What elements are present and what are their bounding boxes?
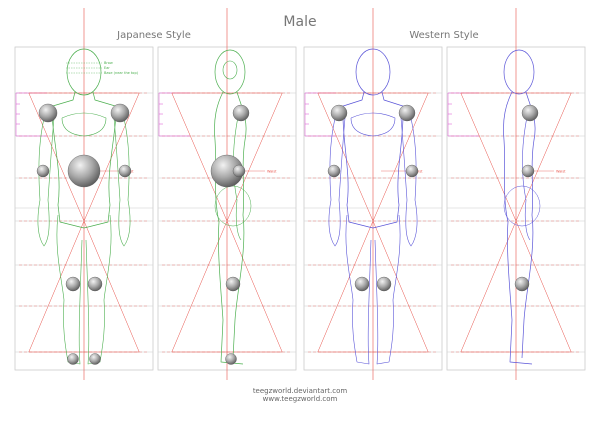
head: [503, 49, 535, 95]
left-leg: [345, 214, 372, 365]
elbow-joint-right: [118, 164, 132, 178]
left-leg: [56, 214, 83, 365]
torso: [342, 114, 404, 229]
ankle-joint-right: [89, 353, 101, 365]
hip-guide: [503, 185, 541, 227]
ear-guide: [222, 60, 238, 80]
figure-outline: [503, 49, 541, 365]
elbow-joint: [232, 164, 246, 178]
right-leg: [374, 214, 401, 365]
knee-joint-right: [87, 276, 103, 292]
chest: [61, 112, 107, 137]
shoulder-joint-right: [398, 104, 416, 122]
panel-japanese-side: Waist: [157, 8, 297, 380]
neck-shoulders: [45, 91, 123, 109]
arm: [522, 111, 531, 241]
knee-joint-left: [354, 276, 370, 292]
japanese-style-heading: Japanese Style: [116, 30, 191, 41]
head: [66, 48, 102, 96]
ankle-joint-left: [67, 353, 79, 365]
knee-joint-left: [65, 276, 81, 292]
waist-label: Waist: [556, 170, 566, 174]
knee-joint: [225, 276, 241, 292]
head: [214, 49, 246, 95]
knee-joint-right: [376, 276, 392, 292]
sheet-title: Male: [283, 14, 316, 30]
knee-joint: [514, 276, 530, 292]
panel-western-side: Waist: [446, 8, 586, 380]
western-style-heading: Western Style: [409, 30, 478, 41]
credit-line-2: www.teegzworld.com: [263, 395, 338, 403]
elbow-joint-right: [405, 164, 419, 178]
ankle-joint: [225, 353, 237, 365]
arm: [233, 111, 242, 241]
pelvis-joint: [67, 154, 101, 188]
legend-label: Base (near the top): [104, 71, 139, 75]
shoulder-joint: [521, 104, 539, 122]
neck-shoulders: [336, 91, 410, 109]
panel-western-front: Waist: [303, 8, 443, 380]
torso: [51, 114, 117, 229]
shoulder-joint: [232, 104, 250, 122]
shoulder-joint-right: [110, 103, 130, 123]
right-leg: [85, 214, 112, 365]
panel-japanese-front: WaistBrowEarBase (near the top): [14, 8, 154, 380]
legend-label: Ear: [104, 66, 110, 70]
figure-outline: [328, 48, 418, 365]
elbow-joint-left: [327, 164, 341, 178]
head: [355, 48, 391, 96]
back-contour: [503, 91, 533, 365]
elbow-joint-left: [36, 164, 50, 178]
elbow-joint: [521, 164, 535, 178]
shoulder-joint-left: [330, 104, 348, 122]
shoulder-joint-left: [38, 103, 58, 123]
waist-label: Waist: [267, 170, 277, 174]
legend-label: Brow: [104, 61, 113, 65]
figure-outline: [214, 49, 252, 365]
credit-line-1: teegzworld.deviantart.com: [253, 387, 348, 395]
figure-outline: [37, 48, 131, 365]
front-contour: [521, 91, 536, 359]
back-contour: [214, 91, 244, 365]
front-contour: [232, 91, 247, 359]
chest: [350, 112, 396, 137]
